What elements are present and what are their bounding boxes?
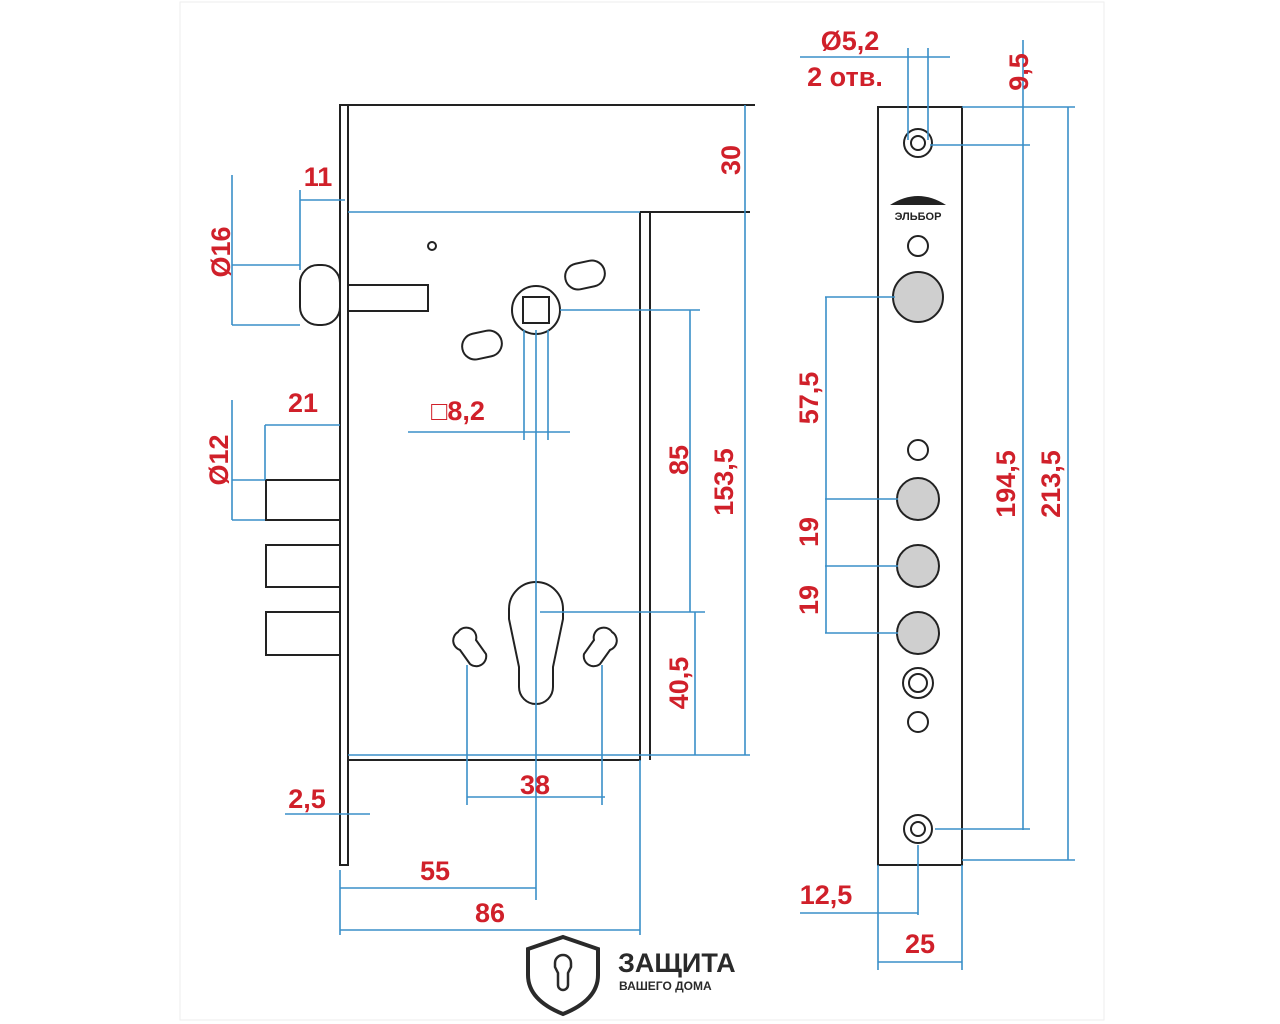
dim-backset: 55 [420,856,450,886]
dim-hole-diameter: Ø5,2 [821,26,880,56]
dim-hole-edge: 12,5 [800,880,853,910]
bolt-hole [896,477,940,521]
dim-roller-offset: 11 [304,162,333,192]
slot [564,259,606,291]
dim-cylinder-bottom: 40,5 [664,657,694,710]
dimension-lines [231,105,750,935]
screw-slot [452,626,488,668]
dim-screw-spacing: 38 [520,770,550,800]
latch [347,284,429,312]
spindle-square [522,296,550,324]
strike-dimension-lines [800,40,1075,970]
dim-top-hole: 9,5 [1004,53,1034,91]
latch-hole [892,271,944,323]
dim-top-offset: 30 [716,145,746,175]
dim-faceplate: 2,5 [288,784,326,814]
screw-slot [582,626,618,668]
slot [461,329,503,361]
roller [299,264,341,326]
bolt-hole [896,544,940,588]
dim-roller-diameter: Ø16 [206,226,236,277]
dim-hole-count: 2 отв. [807,62,883,92]
shield-icon [526,934,600,1017]
strike-plate: ЭЛЬБОР [877,106,963,866]
logo-title: ЗАЩИТА [618,948,736,978]
dim-spacing-1: 57,5 [794,372,824,425]
bolt [265,544,341,588]
dim-spindle-square: □8,2 [431,396,485,426]
dim-plate-width: 25 [905,929,935,959]
dim-spacing-2: 19 [794,517,824,547]
logo: ЗАЩИТА ВАШЕГО ДОМА [526,934,736,1017]
lock-body [265,104,755,866]
brand-mark: ЭЛЬБОР [895,211,942,223]
dim-spindle-bottom: 153,5 [709,448,739,516]
faceplate [339,104,349,866]
logo-subtitle: ВАШЕГО ДОМА [619,979,712,993]
dim-bolt-diameter: Ø12 [204,434,234,485]
spindle-hub [511,285,561,335]
dim-plate-length: 213,5 [1036,450,1066,518]
bolt [265,479,341,521]
dim-hole-spacing: 194,5 [991,450,1021,518]
bolt-hole [896,611,940,655]
small-hole [427,241,437,251]
dim-spindle-cylinder: 85 [664,445,694,475]
keyhole-icon [553,953,573,992]
dim-bolt-length: 21 [288,388,318,418]
dim-body-depth: 86 [475,898,505,928]
dim-spacing-3: 19 [794,585,824,615]
bolt [265,611,341,656]
